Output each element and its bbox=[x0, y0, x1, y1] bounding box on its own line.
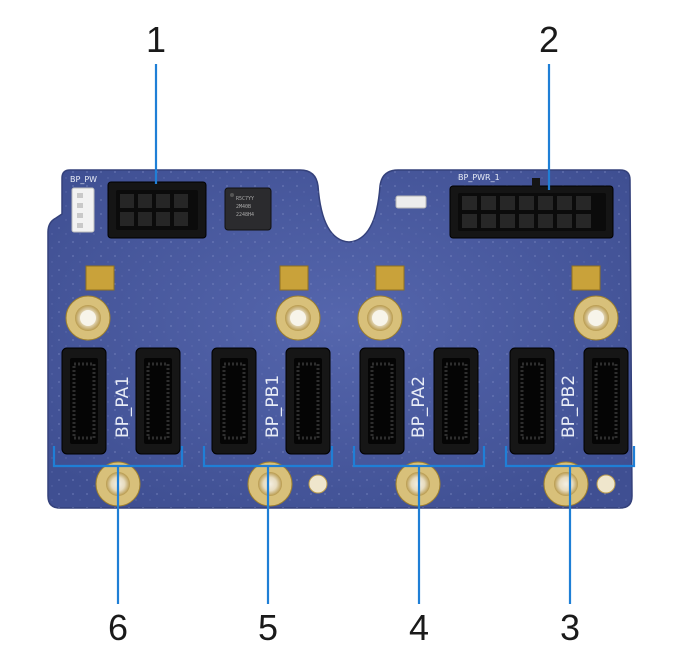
port-label-pb1: BP_PB1 bbox=[263, 375, 283, 438]
slim-connector bbox=[509, 347, 555, 455]
callout-number-3: 3 bbox=[560, 607, 580, 648]
board-texture bbox=[48, 170, 632, 508]
bracket-5 bbox=[202, 446, 334, 604]
callout-number-2: 2 bbox=[539, 19, 559, 60]
port-label-pa2: BP_PA2 bbox=[409, 376, 429, 438]
bracket-3 bbox=[504, 446, 636, 604]
slim-connector bbox=[211, 347, 257, 455]
slim-connector bbox=[135, 347, 181, 455]
callout-lines bbox=[52, 64, 636, 604]
chip-text-2: 2M40B bbox=[236, 204, 251, 210]
bracket-4 bbox=[352, 446, 486, 604]
port-label-pa1: BP_PA1 bbox=[113, 376, 133, 438]
callout-number-5: 5 bbox=[258, 607, 278, 648]
pcb-board bbox=[47, 169, 633, 509]
small-header-connector bbox=[71, 187, 95, 233]
callout-number-4: 4 bbox=[409, 607, 429, 648]
header-large-label: BP_PWR_1 bbox=[458, 173, 500, 182]
callout-number-1: 1 bbox=[146, 19, 166, 60]
controller-chip: R5C7YY 2M40B 2248H4 bbox=[224, 187, 272, 231]
power-connector-2 bbox=[449, 178, 614, 239]
gold-pads bbox=[85, 265, 601, 291]
header-small-label: BP_PW bbox=[70, 175, 97, 184]
bracket-6 bbox=[52, 446, 184, 604]
power-connector-1 bbox=[107, 181, 207, 239]
chip-text-3: 2248H4 bbox=[236, 212, 254, 218]
slim-connector bbox=[583, 347, 629, 455]
callout-number-6: 6 bbox=[108, 607, 128, 648]
chip-text-1: R5C7YY bbox=[236, 196, 254, 202]
slim-connector bbox=[359, 347, 405, 455]
small-white-connector bbox=[395, 195, 427, 209]
upper-mounting-holes bbox=[65, 295, 619, 341]
slim-connectors bbox=[61, 347, 629, 455]
port-label-pb2: BP_PB2 bbox=[559, 375, 579, 438]
slim-connector bbox=[433, 347, 479, 455]
slim-connector bbox=[285, 347, 331, 455]
slim-connector bbox=[61, 347, 107, 455]
